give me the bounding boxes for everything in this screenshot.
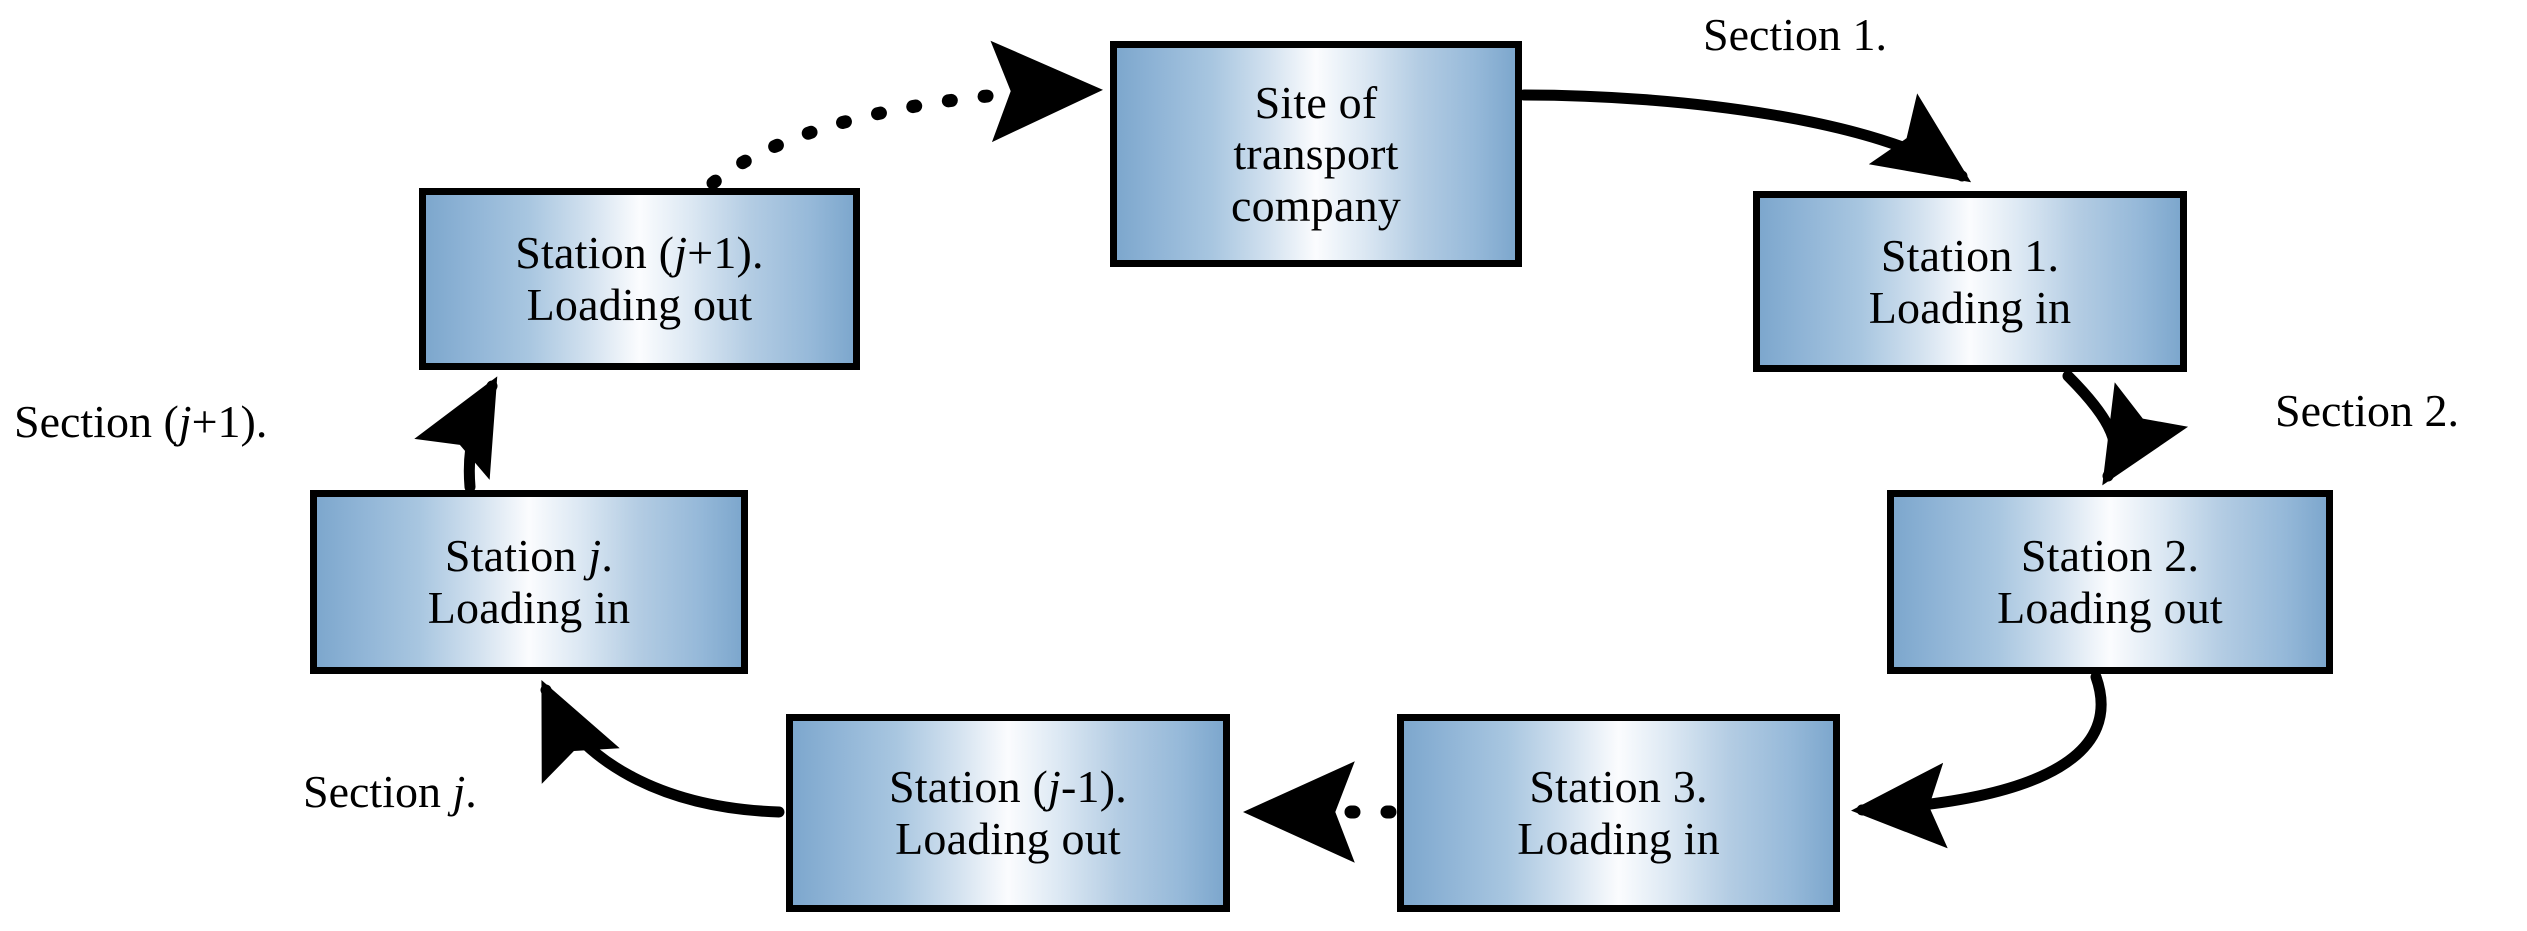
edge-station-j-plus-1-to-site [706,40,1103,190]
node-station-1[interactable]: Station 1. Loading in [1753,191,2187,372]
node-station-j-plus-1-line1-pre: Station ( [515,227,675,279]
label-section-j-plus-1: Section (j+1). [14,395,267,448]
label-section-j-var: j [452,766,466,817]
label-section-j: Section j. [303,765,477,818]
label-section-1: Section 1. [1703,9,1887,60]
node-site-line3: company [1230,179,1401,231]
edge-station-j-minus-1-to-station-j [540,679,785,818]
node-station-2[interactable]: Station 2. Loading out [1887,490,2333,674]
node-station-j-minus-1-line1-pre: Station ( [889,761,1049,813]
node-station-3-line2: Loading in [1517,813,1720,864]
node-site-line2: transport [1233,128,1399,180]
node-station-3[interactable]: Station 3. Loading in [1397,714,1840,912]
edge-station-j-to-station-j-plus-1 [414,376,498,493]
node-station-j-line2: Loading in [427,582,631,633]
node-station-j-line1-pre: Station [444,530,589,582]
node-station-j-plus-1-line1-var: j [674,227,688,279]
node-station-j[interactable]: Station j. Loading in [310,490,748,674]
node-station-2-line1: Station 2. [2020,530,2200,582]
node-station-j-minus-1[interactable]: Station (j-1). Loading out [786,714,1230,912]
label-section-j-post: . [465,766,477,817]
label-section-j-plus-1-pre: Section ( [14,396,179,447]
node-station-2-line2: Loading out [1997,582,2223,633]
node-site-of-transport-company[interactable]: Site of transport company [1110,41,1522,267]
edge-site-to-station1 [1518,89,1972,183]
node-station-3-line1: Station 3. [1529,761,1708,813]
node-station-j-line1: Station j. [445,530,613,582]
node-station-j-minus-1-line1-var: j [1048,761,1061,813]
node-station-j-plus-1-line2: Loading out [526,279,753,330]
label-section-j-plus-1-post: +1). [191,396,268,447]
node-station-j-line1-var: j [588,530,602,582]
edge-station1-to-station2 [2062,370,2189,486]
node-station-j-plus-1-line1: Station (j+1). [515,227,764,279]
label-section-j-plus-1-var: j [178,396,192,447]
node-station-j-minus-1-line2: Loading out [895,813,1121,864]
node-station-1-line2: Loading in [1868,281,2072,333]
node-site-line1: Site of [1254,76,1378,128]
node-station-j-plus-1[interactable]: Station (j+1). Loading out [419,188,860,370]
node-station-j-line1-post: . [601,530,614,582]
label-section-j-pre: Section [303,766,453,817]
edge-station2-to-station3 [1851,671,2107,849]
node-station-j-plus-1-line1-post: +1). [687,227,764,279]
node-station-j-minus-1-line1-post: -1). [1061,761,1127,813]
node-station-1-line1: Station 1. [1880,229,2060,281]
label-section-2: Section 2. [2275,385,2459,436]
node-station-j-minus-1-line1: Station (j-1). [889,761,1127,813]
